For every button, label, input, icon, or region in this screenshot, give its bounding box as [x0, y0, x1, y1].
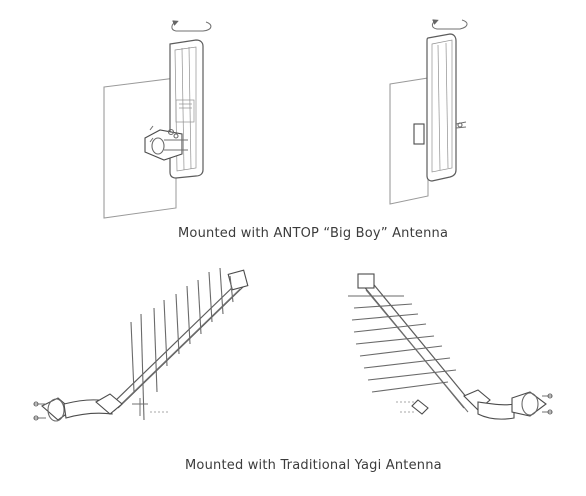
- caption-big-boy: Mounted with ANTOP “Big Boy” Antenna: [178, 226, 449, 241]
- yagi-left-mount-figure: [33, 267, 249, 422]
- rotate-arrow-icon: [171, 20, 212, 32]
- yagi-right-mount-figure: [348, 273, 553, 420]
- big-boy-front-mount-figure: [103, 20, 212, 219]
- caption-yagi: Mounted with Traditional Yagi Antenna: [185, 458, 442, 473]
- mount-bracket: [396, 389, 553, 420]
- big-boy-antenna-front: [169, 39, 204, 179]
- yagi-elements: [130, 267, 234, 421]
- big-boy-side-mount-figure: [389, 19, 468, 205]
- yagi-boom: [357, 273, 473, 413]
- rotate-arrow-icon: [431, 19, 468, 30]
- yagi-boom: [111, 269, 249, 412]
- mount-bracket: [144, 125, 188, 161]
- yagi-elements: [348, 295, 457, 393]
- big-boy-antenna-side: [426, 33, 457, 182]
- mount-bracket: [33, 393, 170, 422]
